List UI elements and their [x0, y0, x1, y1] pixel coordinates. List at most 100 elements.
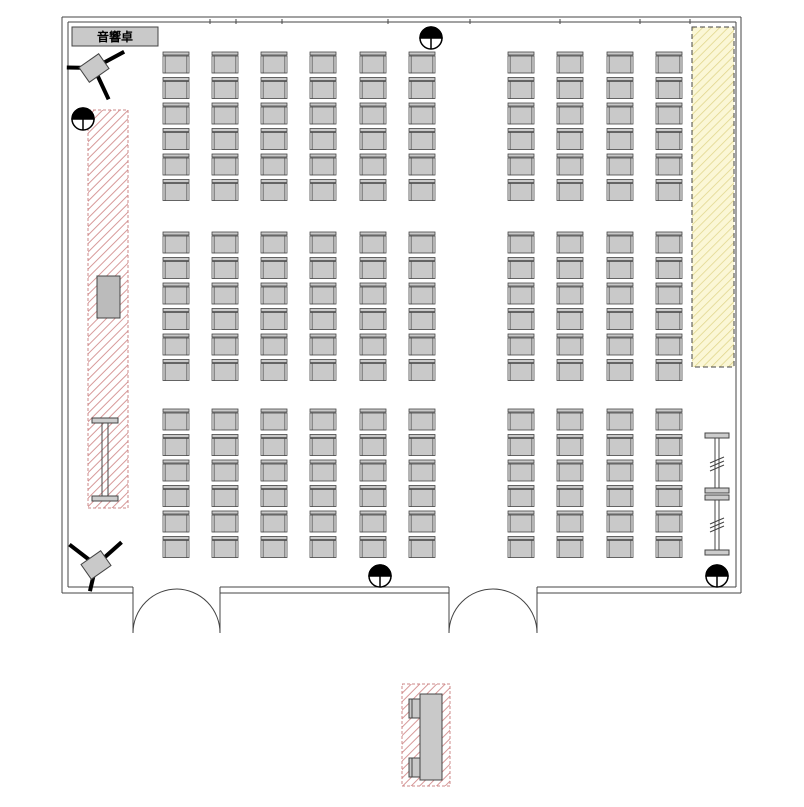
chair-icon[interactable]	[556, 102, 584, 125]
chair-icon[interactable]	[655, 77, 683, 99]
chair-icon[interactable]	[359, 510, 387, 533]
chair-icon[interactable]	[606, 102, 634, 125]
chair-icon[interactable]	[359, 308, 387, 330]
chair-icon[interactable]	[655, 408, 683, 431]
chair-icon[interactable]	[309, 485, 337, 507]
chair-icon[interactable]	[507, 128, 535, 150]
chair-icon[interactable]	[211, 485, 239, 507]
chair-icon[interactable]	[211, 257, 239, 279]
chair-icon[interactable]	[556, 51, 584, 74]
chair-icon[interactable]	[359, 459, 387, 482]
chair-icon[interactable]	[162, 102, 190, 125]
chair-icon[interactable]	[655, 102, 683, 125]
chair-icon[interactable]	[260, 257, 288, 279]
chair-icon[interactable]	[260, 434, 288, 456]
chair-icon[interactable]	[211, 102, 239, 125]
chair-icon[interactable]	[507, 536, 535, 558]
chair-icon[interactable]	[556, 77, 584, 99]
chair-icon[interactable]	[507, 359, 535, 381]
chair-icon[interactable]	[507, 408, 535, 431]
chair-icon[interactable]	[211, 434, 239, 456]
chair-icon[interactable]	[556, 434, 584, 456]
chair-icon[interactable]	[309, 359, 337, 381]
chair-icon[interactable]	[359, 128, 387, 150]
chair-icon[interactable]	[309, 51, 337, 74]
chair-icon[interactable]	[359, 102, 387, 125]
chair-icon[interactable]	[655, 359, 683, 381]
chair-icon[interactable]	[359, 51, 387, 74]
chair-icon[interactable]	[606, 485, 634, 507]
chair-icon[interactable]	[408, 128, 436, 150]
chair-icon[interactable]	[359, 333, 387, 356]
chair-icon[interactable]	[655, 459, 683, 482]
chair-icon[interactable]	[260, 231, 288, 254]
chair-icon[interactable]	[260, 77, 288, 99]
chair-icon[interactable]	[556, 485, 584, 507]
chair-icon[interactable]	[507, 179, 535, 201]
door-right[interactable]	[448, 587, 538, 634]
chair-icon[interactable]	[408, 308, 436, 330]
chair-icon[interactable]	[606, 408, 634, 431]
chair-icon[interactable]	[260, 408, 288, 431]
chair-icon[interactable]	[309, 102, 337, 125]
chair-icon[interactable]	[606, 128, 634, 150]
chair-icon[interactable]	[556, 333, 584, 356]
chair-icon[interactable]	[606, 153, 634, 176]
chair-icon[interactable]	[556, 282, 584, 305]
chair-icon[interactable]	[309, 231, 337, 254]
chair-icon[interactable]	[162, 128, 190, 150]
chair-icon[interactable]	[655, 510, 683, 533]
chair-icon[interactable]	[556, 308, 584, 330]
chair-icon[interactable]	[507, 231, 535, 254]
chair-icon[interactable]	[556, 359, 584, 381]
chair-icon[interactable]	[162, 51, 190, 74]
chair-icon[interactable]	[162, 359, 190, 381]
chair-icon[interactable]	[655, 282, 683, 305]
chair-icon[interactable]	[162, 408, 190, 431]
chair-icon[interactable]	[211, 359, 239, 381]
chair-icon[interactable]	[260, 333, 288, 356]
chair-icon[interactable]	[606, 257, 634, 279]
chair-icon[interactable]	[655, 308, 683, 330]
chair-icon[interactable]	[408, 408, 436, 431]
chair-icon[interactable]	[309, 408, 337, 431]
chair-icon[interactable]	[162, 510, 190, 533]
chair-icon[interactable]	[359, 359, 387, 381]
chair-icon[interactable]	[211, 153, 239, 176]
chair-icon[interactable]	[309, 333, 337, 356]
chair-icon[interactable]	[655, 153, 683, 176]
chair-icon[interactable]	[556, 536, 584, 558]
chair-icon[interactable]	[606, 333, 634, 356]
chair-icon[interactable]	[507, 333, 535, 356]
chair-icon[interactable]	[408, 536, 436, 558]
chair-icon[interactable]	[408, 434, 436, 456]
chair-icon[interactable]	[507, 485, 535, 507]
chair-icon[interactable]	[260, 128, 288, 150]
chair-icon[interactable]	[655, 536, 683, 558]
chair-icon[interactable]	[507, 282, 535, 305]
chair-icon[interactable]	[655, 485, 683, 507]
chair-icon[interactable]	[606, 536, 634, 558]
chair-icon[interactable]	[162, 333, 190, 356]
chair-icon[interactable]	[359, 408, 387, 431]
chair-icon[interactable]	[309, 510, 337, 533]
chair-icon[interactable]	[162, 308, 190, 330]
chair-icon[interactable]	[162, 282, 190, 305]
chair-icon[interactable]	[359, 282, 387, 305]
chair-icon[interactable]	[507, 434, 535, 456]
chair-icon[interactable]	[556, 408, 584, 431]
chair-icon[interactable]	[655, 179, 683, 201]
chair-icon[interactable]	[556, 231, 584, 254]
door-left[interactable]	[132, 587, 221, 634]
chair-icon[interactable]	[606, 51, 634, 74]
chair-icon[interactable]	[162, 257, 190, 279]
chair-icon[interactable]	[162, 536, 190, 558]
chair-icon[interactable]	[507, 102, 535, 125]
chair-icon[interactable]	[408, 257, 436, 279]
chair-icon[interactable]	[211, 282, 239, 305]
chair-icon[interactable]	[359, 434, 387, 456]
chair-icon[interactable]	[408, 333, 436, 356]
chair-icon[interactable]	[606, 308, 634, 330]
chair-icon[interactable]	[556, 179, 584, 201]
chair-icon[interactable]	[260, 359, 288, 381]
